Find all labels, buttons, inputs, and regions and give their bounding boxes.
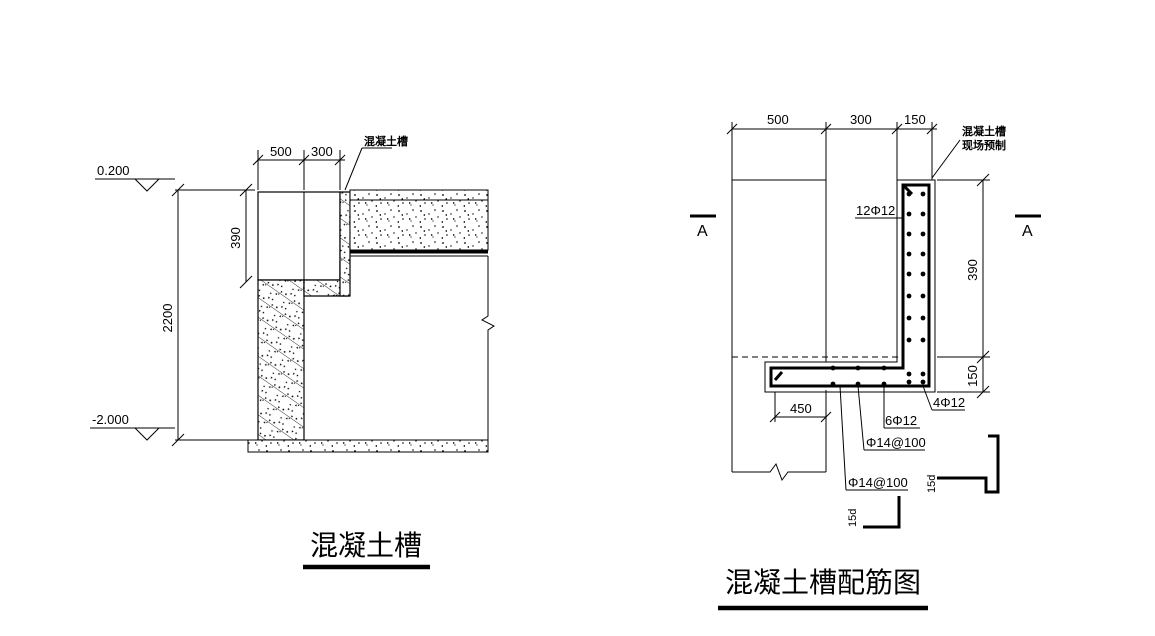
rebar-dots [830, 191, 926, 387]
r-callout-line1: 混凝土槽 [962, 124, 1006, 138]
r-callout-line2: 现场预制 [962, 138, 1006, 152]
hook-label-right: 15d [926, 475, 938, 493]
right-reinforcement-drawing: 500 300 150 混凝土槽 现场预制 A A [690, 112, 1041, 611]
wall-hatch [257, 279, 305, 441]
rebar-6phi12-label: 6Φ12 [885, 413, 917, 428]
level-marker-top: 0.200 [95, 163, 175, 192]
right-title: 混凝土槽配筋图 [725, 566, 921, 599]
level-marker-bottom: -2.000 [90, 412, 175, 441]
section-a-right: A [1022, 223, 1033, 240]
r-dim-150-right-label: 150 [965, 365, 980, 387]
level-bottom-label: -2.000 [92, 412, 129, 427]
r-dim-500-label: 500 [767, 112, 789, 127]
left-title: 混凝土槽 [310, 529, 422, 562]
dim-390-label: 390 [228, 227, 243, 249]
level-top-label: 0.200 [97, 163, 130, 178]
hook-label-bottom: 15d [847, 509, 859, 527]
callout-trough-label: 混凝土槽 [364, 134, 408, 148]
r-dim-390-label: 390 [965, 259, 980, 281]
rebar-12phi12-label: 12Φ12 [856, 203, 895, 218]
rebar-4phi12-label: 4Φ12 [933, 395, 965, 410]
left-section-drawing: 0.200 -2.000 2200 390 500 300 混凝土槽 [90, 134, 495, 570]
r-dim-150-label: 150 [904, 112, 926, 127]
r-dim-450-label: 450 [790, 401, 812, 416]
dim-500-label: 500 [270, 144, 292, 159]
r-dim-300-label: 300 [850, 112, 872, 127]
rebar-stirrup1-label: Φ14@100 [866, 435, 926, 450]
rebar-stirrup2-label: Φ14@100 [848, 475, 908, 490]
dim-2200-label: 2200 [160, 304, 175, 333]
dim-300-label: 300 [311, 144, 333, 159]
section-a-left: A [697, 223, 708, 240]
